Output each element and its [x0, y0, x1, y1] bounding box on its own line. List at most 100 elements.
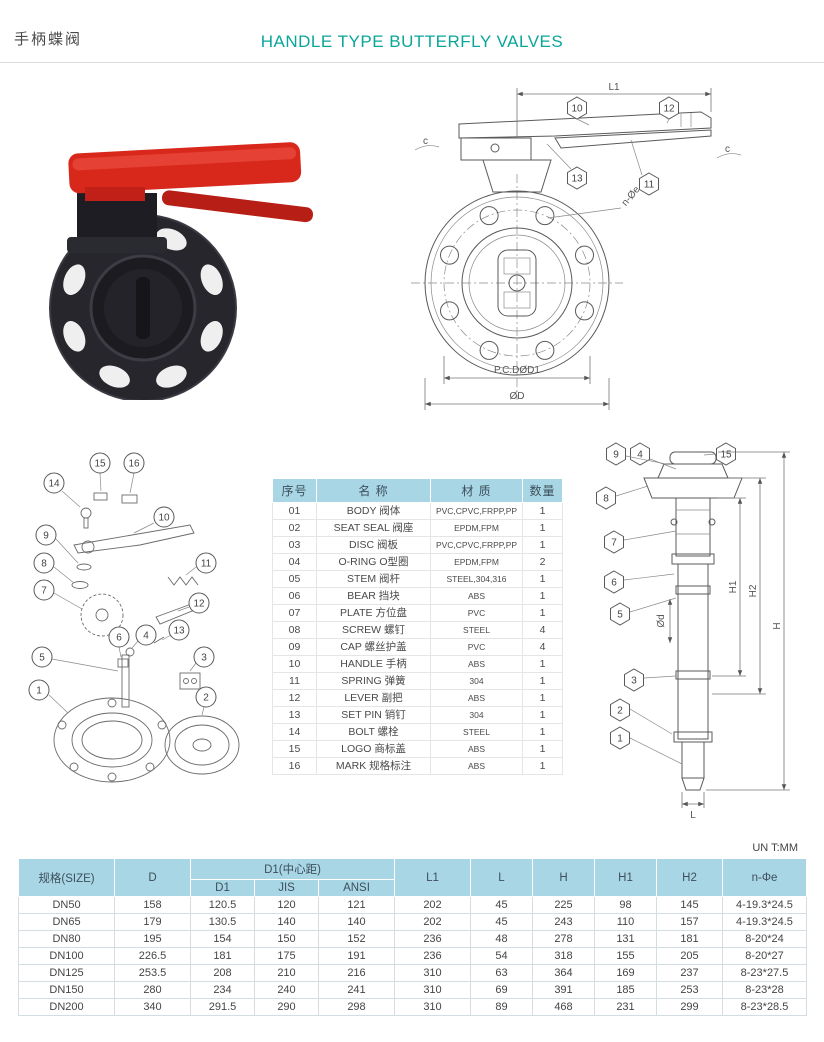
cell: 237: [656, 964, 723, 982]
part-no: 12: [272, 689, 317, 707]
part-material: ABS: [430, 655, 523, 673]
callout-10: 10: [567, 96, 587, 120]
cell: 89: [470, 998, 533, 1016]
cell: 318: [532, 947, 595, 965]
callout-3: 3: [193, 646, 215, 668]
cell: 45: [470, 913, 533, 931]
dim-h-group: H: [706, 451, 790, 791]
section-mark-c-left: c: [423, 136, 428, 147]
page-title-en: HANDLE TYPE BUTTERFLY VALVES: [260, 32, 564, 51]
cell: 8-20*27: [722, 947, 807, 965]
dim-l-group: L: [681, 792, 705, 821]
cell: 310: [394, 981, 471, 999]
parts-header-row: 序号 名 称 材 质 数量: [272, 478, 563, 503]
dim-l: L: [690, 810, 696, 821]
part-name: DISC 阀板: [316, 536, 431, 554]
cell: 468: [532, 998, 595, 1016]
col-h1: H1: [594, 858, 657, 897]
cell: 175: [254, 947, 319, 965]
header-divider: [0, 62, 824, 63]
cell: 120.5: [190, 896, 255, 914]
part-material: 304: [430, 672, 523, 690]
col-name: 名 称: [316, 478, 431, 503]
part-no: 11: [272, 672, 317, 690]
svg-text:9: 9: [613, 450, 619, 461]
col-h: H: [532, 858, 595, 897]
part-name: SCREW 螺钉: [316, 621, 431, 639]
svg-text:4: 4: [143, 631, 149, 642]
svg-text:11: 11: [201, 559, 212, 570]
cell: 231: [594, 998, 657, 1016]
svg-text:4: 4: [637, 450, 643, 461]
cell: 236: [394, 930, 471, 948]
part-name: BODY 阀体: [316, 502, 431, 520]
svg-text:16: 16: [128, 459, 140, 470]
dim-h: H: [772, 622, 783, 629]
part-material: EPDM,FPM: [430, 553, 523, 571]
svg-text:14: 14: [48, 479, 60, 490]
dim-h1-group: H1: [712, 497, 746, 677]
cell: 191: [318, 947, 395, 965]
part-qty: 1: [522, 519, 563, 537]
cell: 179: [114, 913, 191, 931]
callout-5: 5: [610, 602, 630, 626]
col-ne: n-Φe: [722, 858, 807, 897]
cell: 140: [254, 913, 319, 931]
cell: 195: [114, 930, 191, 948]
part-name: LEVER 副把: [316, 689, 431, 707]
col-d: D: [114, 858, 191, 897]
part-no: 08: [272, 621, 317, 639]
col-ansi: ANSI: [318, 879, 395, 897]
cell: 278: [532, 930, 595, 948]
part-qty: 1: [522, 536, 563, 554]
callout-13: 13: [567, 166, 587, 190]
cell: 158: [114, 896, 191, 914]
cell: 280: [114, 981, 191, 999]
svg-text:6: 6: [611, 578, 617, 589]
part-material: STEEL: [430, 723, 523, 741]
cell-size: DN150: [18, 981, 115, 999]
cell: 45: [470, 896, 533, 914]
callout-1: 1: [610, 726, 630, 750]
cell-size: DN65: [18, 913, 115, 931]
cell: 234: [190, 981, 255, 999]
cell-size: DN50: [18, 896, 115, 914]
dim-h1: H1: [728, 580, 739, 593]
svg-text:5: 5: [39, 653, 45, 664]
svg-text:15: 15: [720, 450, 732, 461]
cell: 110: [594, 913, 657, 931]
cell: 145: [656, 896, 723, 914]
part-no: 16: [272, 757, 317, 775]
svg-text:8: 8: [603, 494, 609, 505]
part-no: 09: [272, 638, 317, 656]
cell: 241: [318, 981, 395, 999]
part-qty: 1: [522, 604, 563, 622]
callout-4: 4: [135, 624, 157, 646]
callout-8: 8: [33, 552, 55, 574]
cell: 253.5: [114, 964, 191, 982]
part-name: SEAT SEAL 阀座: [316, 519, 431, 537]
col-h2: H2: [656, 858, 723, 897]
dim-od: ØD: [510, 391, 525, 402]
col-d1: D1: [190, 879, 255, 897]
dim-h2-group: H2: [712, 477, 766, 695]
dim-d: Ød: [656, 614, 667, 627]
callout-12: 12: [659, 96, 679, 120]
page-title-cn: 手柄蝶阀: [14, 31, 83, 48]
col-l1: L1: [394, 858, 471, 897]
callout-2: 2: [610, 698, 630, 722]
part-material: ABS: [430, 587, 523, 605]
callout-11: 11: [639, 172, 659, 196]
cell: 8-23*27.5: [722, 964, 807, 982]
svg-text:2: 2: [617, 706, 623, 717]
part-name: LOGO 商标盖: [316, 740, 431, 758]
part-name: SET PIN 销钉: [316, 706, 431, 724]
dim-l1-group: L1: [516, 82, 712, 138]
part-qty: 1: [522, 587, 563, 605]
